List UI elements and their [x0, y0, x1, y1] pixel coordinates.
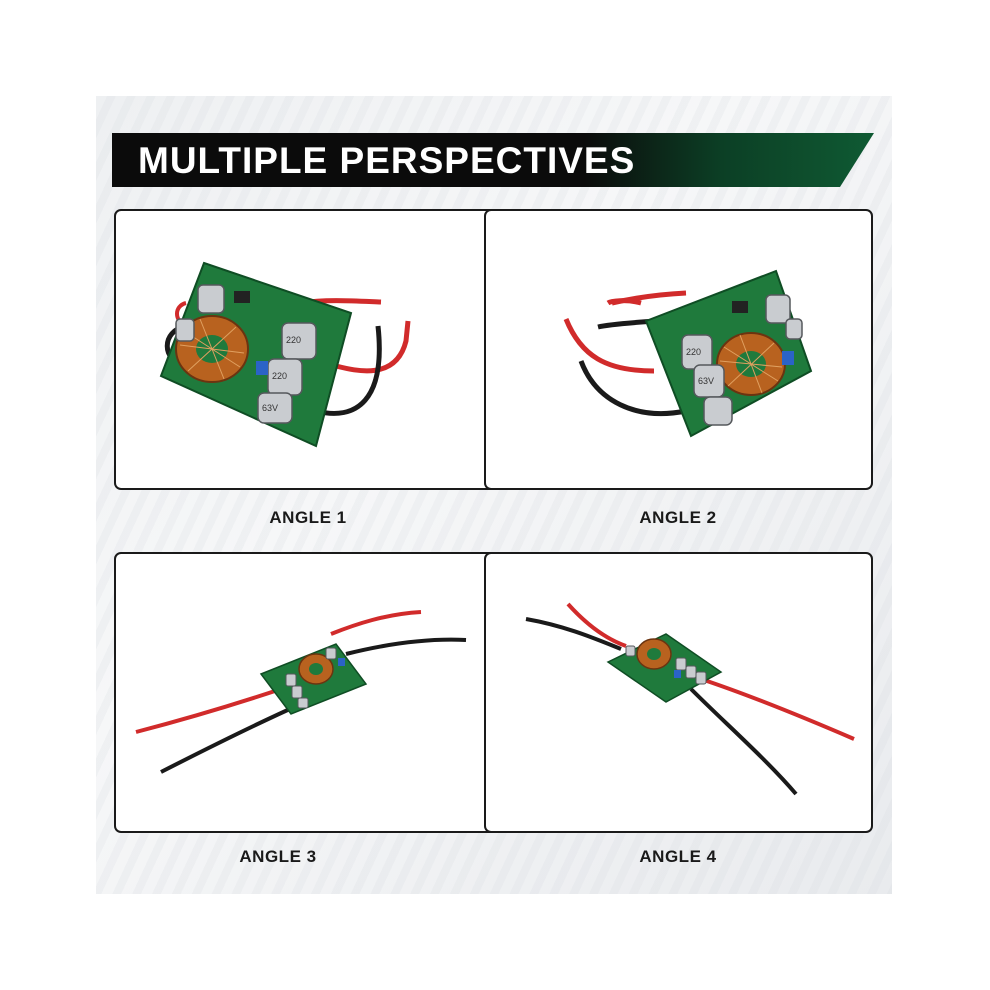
panel-angle-1: 220 220 63V: [114, 209, 502, 490]
pcb-angle-4-image: [525, 602, 855, 796]
pcb-angle-1-image: 220 220 63V: [159, 261, 411, 448]
cap-label-5: 63V: [698, 376, 714, 386]
panel-angle-4: [484, 552, 873, 833]
pcb-angle-2-image: 220 63V: [563, 269, 813, 438]
pcb-angle-3-image: [135, 610, 467, 774]
panel-angle-2: 220 63V: [484, 209, 873, 490]
cap-label-4: 220: [686, 347, 701, 357]
caption-angle-4: ANGLE 4: [639, 847, 717, 866]
title-banner: MULTIPLE PERSPECTIVES: [112, 133, 874, 187]
caption-angle-2: ANGLE 2: [639, 508, 717, 527]
caption-angle-3: ANGLE 3: [239, 847, 317, 866]
cap-label-2: 220: [272, 371, 287, 381]
banner-shape: [112, 133, 874, 187]
cap-label-1: 220: [286, 335, 301, 345]
caption-angle-1: ANGLE 1: [269, 508, 347, 527]
panel-angle-3: [114, 552, 502, 833]
banner-title: MULTIPLE PERSPECTIVES: [138, 140, 636, 181]
cap-label-3: 63V: [262, 403, 278, 413]
